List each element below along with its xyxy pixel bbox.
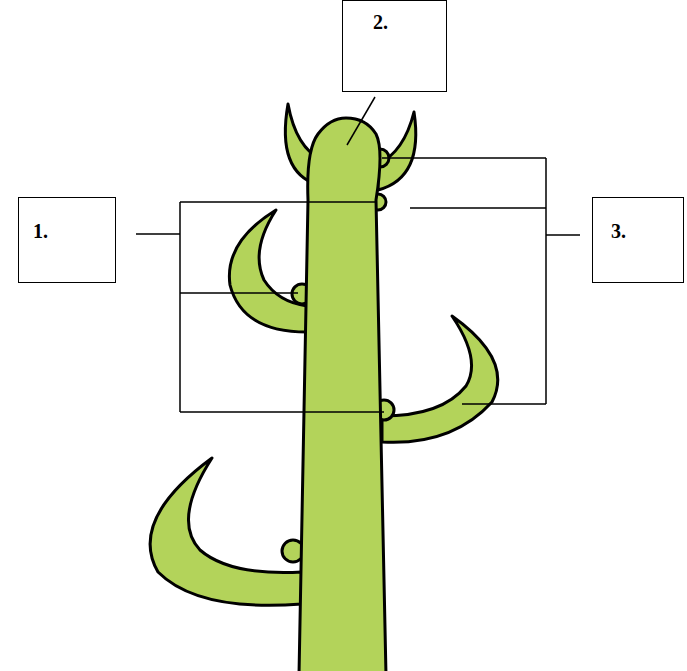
leaf (382, 316, 498, 442)
leaf (229, 210, 307, 332)
leader-line (347, 97, 375, 145)
callout-number: 2. (373, 11, 388, 34)
stem (299, 118, 386, 671)
callout-number: 3. (611, 220, 626, 243)
label-box: 2. (342, 0, 447, 92)
leaf (150, 458, 302, 605)
bracket (136, 202, 384, 412)
label-box: 1. (18, 197, 116, 283)
label-box: 3. (592, 197, 684, 283)
callout-number: 1. (33, 220, 48, 243)
bracket (382, 158, 580, 404)
